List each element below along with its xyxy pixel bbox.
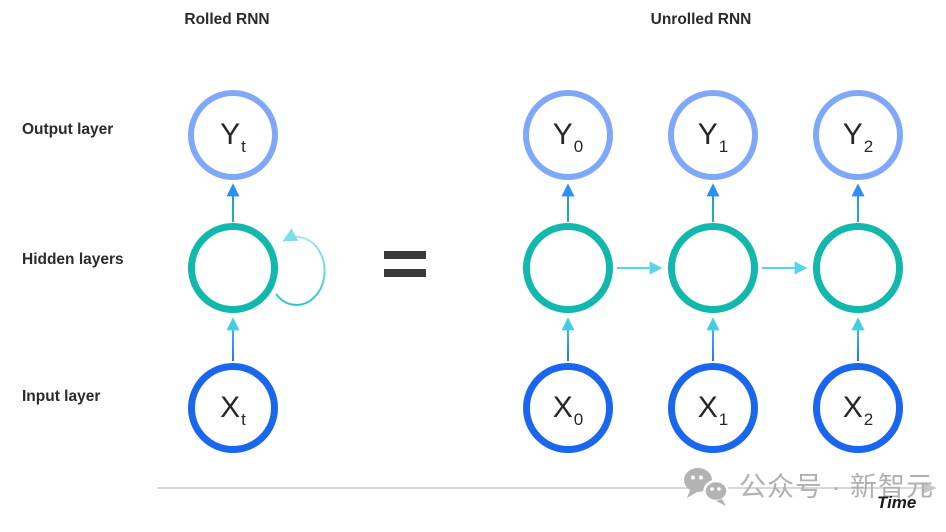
unrolled-hidden-node-1	[668, 223, 758, 313]
unrolled-hidden-node-0	[523, 223, 613, 313]
node-letter: Y	[552, 118, 573, 151]
node-label: Y t	[220, 118, 246, 156]
equals-bar-top	[384, 251, 426, 259]
self-loop-arrow	[275, 228, 326, 306]
node-subscript: 0	[573, 137, 584, 156]
row-label-hidden-layers: Hidden layers	[22, 251, 124, 268]
wechat-chat-bubbles-icon	[684, 468, 729, 506]
node-label: Y 1	[697, 118, 728, 156]
rolled-rnn-title: Rolled RNN	[184, 11, 270, 28]
unrolled-input-node-0: X 0	[523, 363, 613, 453]
unrolled-output-node-0: Y 0	[523, 90, 613, 180]
node-letter: Y	[697, 118, 718, 151]
rolled-input-node: X t	[188, 363, 278, 453]
node-label: X 0	[552, 391, 583, 429]
node-letter: Y	[842, 118, 863, 151]
node-subscript: t	[241, 137, 246, 156]
node-letter: X	[552, 391, 573, 424]
node-label: X 2	[842, 391, 873, 429]
unrolled-input-node-1: X 1	[668, 363, 758, 453]
node-subscript: 1	[718, 137, 729, 156]
node-subscript: t	[241, 410, 246, 429]
rolled-hidden-node	[188, 223, 278, 313]
row-label-output-layer: Output layer	[22, 121, 114, 138]
node-letter: X	[220, 391, 241, 424]
node-letter: Y	[220, 118, 241, 151]
equals-bar-bottom	[384, 269, 426, 277]
unrolled-output-node-2: Y 2	[813, 90, 903, 180]
unrolled-rnn-title: Unrolled RNN	[650, 11, 752, 28]
watermark-text: 公众号 · 新智元	[739, 471, 934, 502]
node-letter: X	[842, 391, 863, 424]
node-subscript: 2	[863, 410, 874, 429]
node-letter: X	[697, 391, 718, 424]
node-label: X t	[220, 391, 246, 429]
node-subscript: 0	[573, 410, 584, 429]
time-axis-label: Time	[877, 493, 917, 512]
node-subscript: 2	[863, 137, 874, 156]
node-label: Y 0	[552, 118, 583, 156]
node-label: Y 2	[842, 118, 873, 156]
node-label: X 1	[697, 391, 728, 429]
row-label-input-layer: Input layer	[22, 388, 101, 405]
node-subscript: 1	[718, 410, 729, 429]
rolled-output-node: Y t	[188, 90, 278, 180]
watermark: 公众号 · 新智元	[682, 465, 934, 509]
time-axis	[157, 482, 937, 494]
unrolled-output-node-1: Y 1	[668, 90, 758, 180]
time-axis-arrowhead	[922, 482, 937, 494]
unrolled-hidden-node-2	[813, 223, 903, 313]
unrolled-input-node-2: X 2	[813, 363, 903, 453]
equals-sign	[384, 251, 426, 277]
